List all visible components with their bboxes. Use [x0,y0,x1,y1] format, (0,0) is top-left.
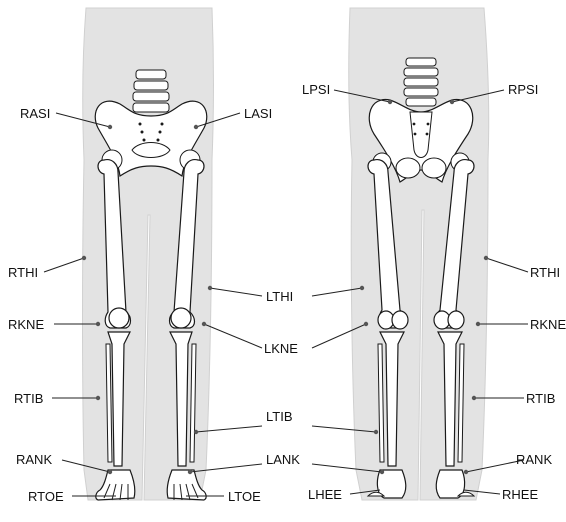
label-ltib: LTIB [266,409,293,424]
label-lthi: LTHI [266,289,293,304]
label-rtoe: RTOE [28,489,64,504]
label-lank: LANK [266,452,300,467]
label-ltoe: LTOE [228,489,261,504]
label-rthi-front: RTHI [8,265,38,280]
label-rkne-back: RKNE [530,317,566,332]
front-left-patella [171,308,191,328]
label-rthi-back: RTHI [530,265,560,280]
label-rhee: RHEE [502,487,538,502]
front-right-patella [109,308,129,328]
label-rank-back: RANK [516,452,552,467]
front-view: RASI LASI RTHI LTHI RKNE LKNE RTIB LTIB … [8,8,300,504]
label-rtib-front: RTIB [14,391,43,406]
label-lpsi: LPSI [302,82,330,97]
label-lkne: LKNE [264,341,298,356]
label-lasi: LASI [244,106,272,121]
label-rank-front: RANK [16,452,52,467]
label-rasi: RASI [20,106,50,121]
label-rtib-back: RTIB [526,391,555,406]
back-view: LPSI RPSI RTHI RKNE RTIB RANK LHEE RHEE [302,8,566,502]
label-rkne-front: RKNE [8,317,44,332]
back-lumbar-spine [404,58,438,106]
label-lhee: LHEE [308,487,342,502]
label-rpsi: RPSI [508,82,538,97]
